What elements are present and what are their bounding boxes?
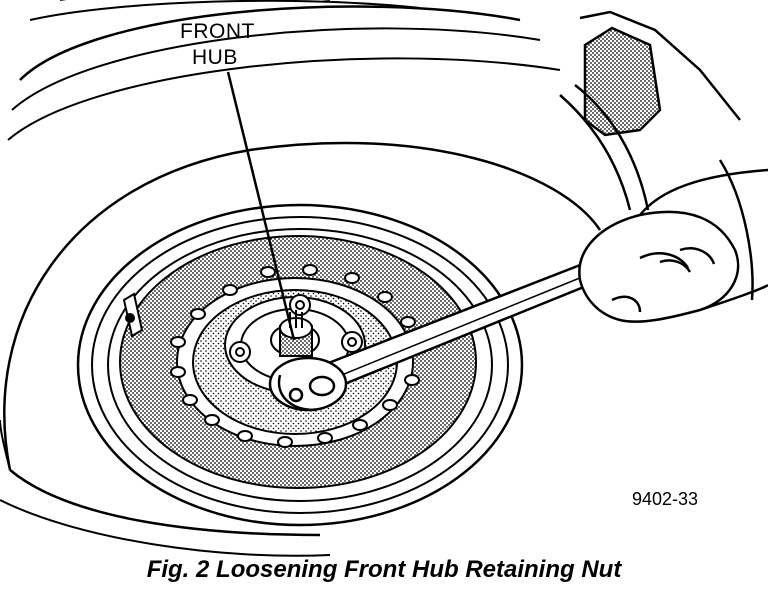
callout-leader-line <box>226 71 296 341</box>
valve-stem <box>122 292 144 338</box>
callout-label-hub: HUB <box>192 46 238 69</box>
hand <box>578 168 768 323</box>
hub-nut <box>270 310 320 357</box>
tire <box>0 0 602 557</box>
figure-caption: Fig. 2 Loosening Front Hub Retaining Nut <box>146 556 622 583</box>
callout-label-front: FRONT <box>180 20 255 43</box>
figure-number: 9402-33 <box>632 489 698 509</box>
wheel-vent-holes <box>170 264 420 448</box>
